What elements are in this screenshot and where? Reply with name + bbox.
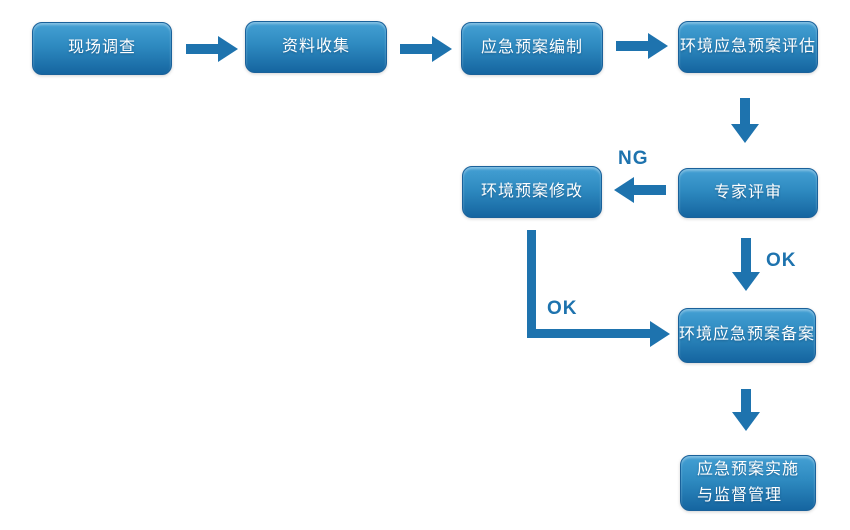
arrow-shaft <box>400 44 432 54</box>
node-label-plan-revision: 环境预案修改 <box>480 182 583 200</box>
flow-node-plan-compilation: 应急预案编制 <box>461 22 603 75</box>
arrow-right-icon <box>616 33 668 59</box>
arrow-head <box>614 177 634 203</box>
node-label-data-collection: 资料收集 <box>281 37 350 55</box>
flow-node-site-survey: 现场调查 <box>32 22 172 75</box>
flow-node-expert-review: 专家评审 <box>678 168 818 218</box>
flow-node-plan-revision: 环境预案修改 <box>462 166 602 218</box>
arrow-shaft <box>741 238 751 272</box>
arrow-right-icon <box>186 36 238 62</box>
arrow-shaft <box>740 98 750 124</box>
arrow-head <box>732 412 760 431</box>
node-label-plan-compilation: 应急预案编制 <box>480 39 583 57</box>
node-label-plan-assessment: 环境应急预案评估 <box>679 37 816 55</box>
arrow-head <box>648 33 668 59</box>
arrow-shaft <box>741 389 751 412</box>
arrow-left-icon <box>614 177 666 203</box>
flow-node-data-collection: 资料收集 <box>245 21 387 73</box>
node-label-site-survey: 现场调查 <box>67 39 136 57</box>
arrow-shaft <box>634 185 666 195</box>
edge-label-ng: NG <box>618 148 649 169</box>
arrow-head <box>732 272 760 291</box>
arrow-head <box>432 36 452 62</box>
arrow-down-icon <box>732 389 760 431</box>
flow-node-plan-implementation: 应急预案实施 与监督管理 <box>680 455 816 511</box>
arrow-right-icon <box>400 36 452 62</box>
node-label-plan-filing: 环境应急预案备案 <box>679 326 816 344</box>
node-label-plan-implementation: 应急预案实施 与监督管理 <box>697 460 800 504</box>
arrow-head <box>731 124 759 143</box>
arrow-shaft <box>616 41 648 51</box>
edge-label-ok-revision: OK <box>547 298 578 319</box>
connector-horizontal-line <box>527 329 650 338</box>
arrow-head <box>218 36 238 62</box>
arrow-shaft <box>186 44 218 54</box>
arrow-head <box>650 321 670 347</box>
flow-node-plan-filing: 环境应急预案备案 <box>678 308 816 363</box>
edge-label-ok-review: OK <box>766 250 797 271</box>
connector-vertical-line <box>527 230 536 338</box>
arrow-down-icon <box>732 238 760 291</box>
flow-node-plan-assessment: 环境应急预案评估 <box>678 21 818 73</box>
arrow-down-icon <box>731 98 759 143</box>
node-label-expert-review: 专家评审 <box>713 183 782 201</box>
